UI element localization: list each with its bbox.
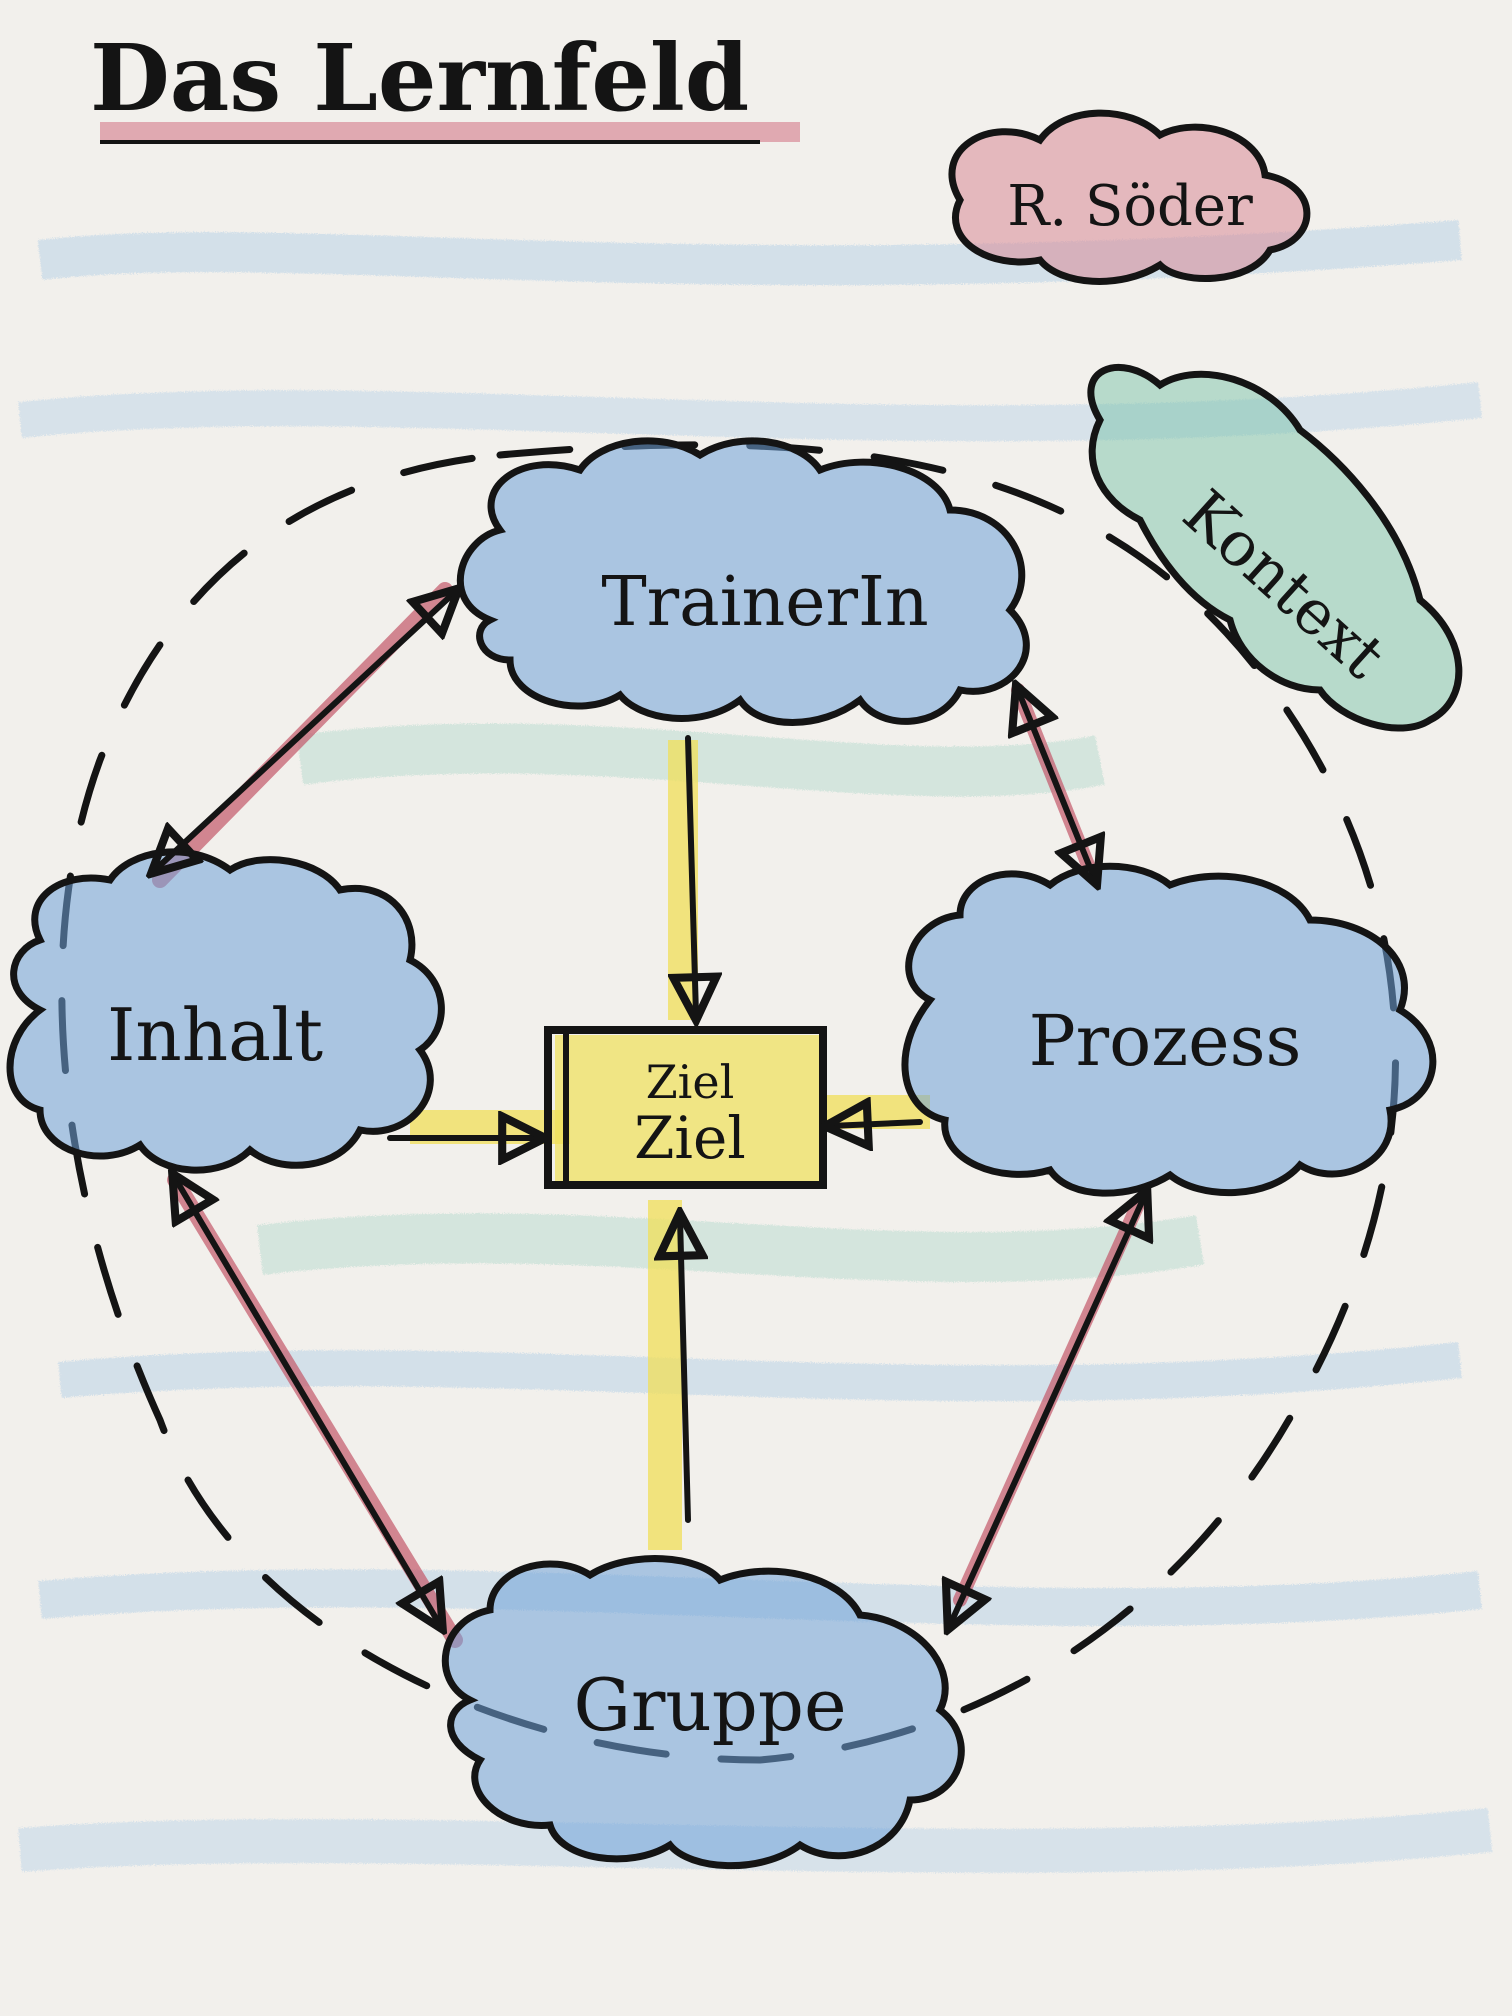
author-name: R. Söder (1007, 174, 1253, 239)
arrow-trainer-inhalt (155, 592, 455, 870)
arrows (155, 592, 1145, 1625)
ziel-box: Ziel Ziel (544, 1026, 827, 1189)
cloud-gruppe: Gruppe (441, 1555, 965, 1870)
author-cloud: R. Söder (948, 109, 1311, 285)
arrow-gruppe-ziel (680, 1218, 688, 1523)
ziel-box-fill (555, 1035, 820, 1185)
cloud-trainer: TrainerIn (457, 437, 1030, 726)
title-block: Das Lernfeld (90, 24, 800, 144)
arrow-trainer-prozess (1018, 690, 1095, 880)
context-cloud-shape (1087, 364, 1463, 732)
arrow-trainer-ziel (688, 735, 696, 1015)
arrow-prozess-gruppe (950, 1195, 1145, 1625)
cloud-prozess: Prozess (901, 862, 1437, 1197)
inhalt-label: Inhalt (107, 993, 323, 1077)
prozess-label: Prozess (1029, 1000, 1302, 1082)
trainer-label: TrainerIn (601, 563, 928, 642)
gruppe-cloud-shape (441, 1555, 965, 1870)
arrow-inhalt-gruppe (175, 1178, 440, 1625)
arrow-prozess-ziel (830, 1122, 923, 1126)
author-cloud-shape (948, 109, 1311, 285)
gruppe-label: Gruppe (573, 1663, 846, 1747)
inhalt-cloud-shape (6, 848, 445, 1174)
page-title: Das Lernfeld (90, 24, 749, 132)
ziel-label-bottom: Ziel (634, 1104, 746, 1172)
title-underline-red (100, 122, 800, 142)
cloud-inhalt: Inhalt (6, 848, 445, 1174)
ziel-label-top: Ziel (646, 1055, 735, 1109)
trainer-cloud-shape (457, 437, 1030, 726)
context-cloud: Kontext (1087, 364, 1463, 732)
